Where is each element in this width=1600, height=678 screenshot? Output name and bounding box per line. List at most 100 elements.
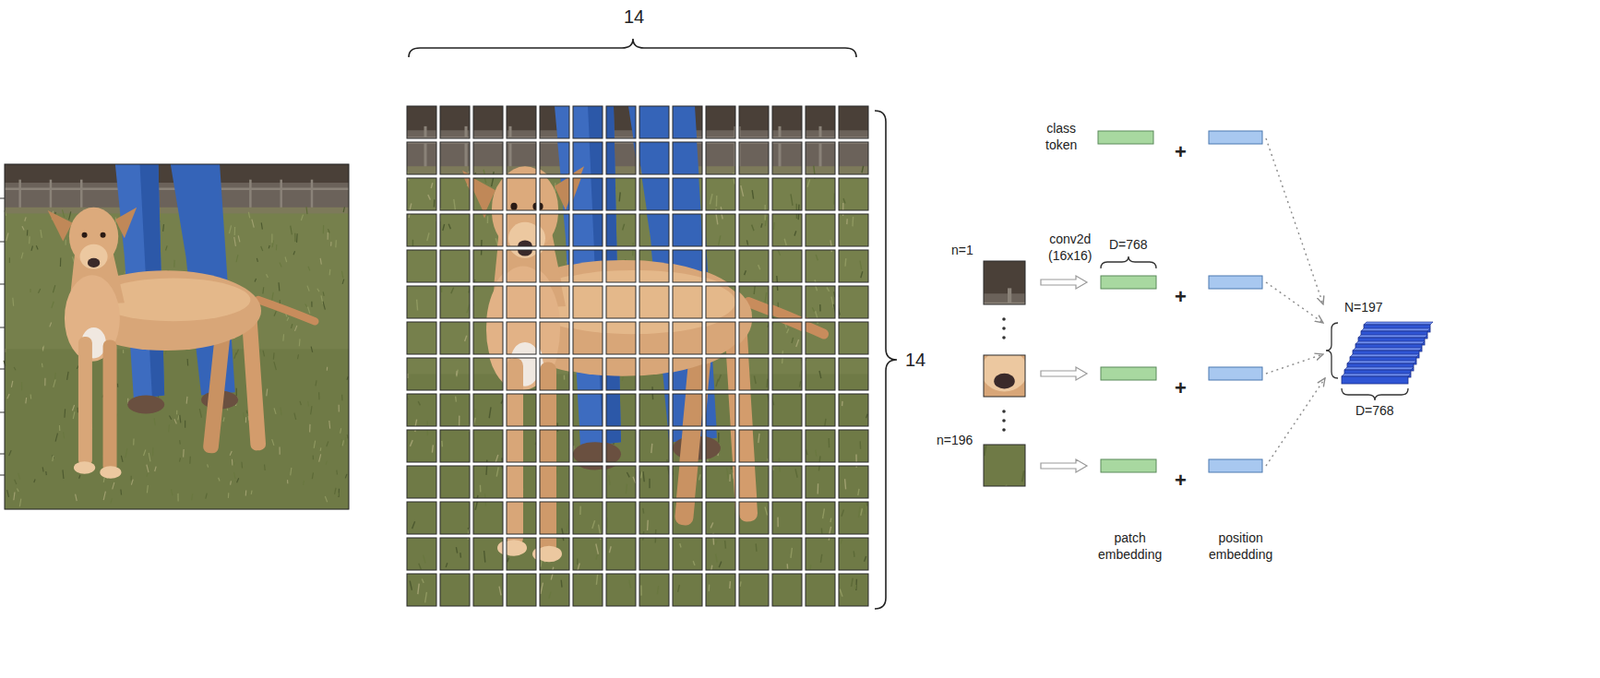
patch-border <box>772 394 802 427</box>
patch-embedding-bar <box>1098 131 1157 473</box>
image-patch <box>450 154 865 607</box>
patch-border <box>838 286 869 319</box>
patch-border <box>539 250 570 283</box>
patch-border <box>772 178 802 211</box>
patch-border <box>506 142 537 175</box>
axis-ticks <box>0 241 5 243</box>
patch-border <box>406 429 437 463</box>
plus-sign: + <box>1174 467 1187 494</box>
patch-border <box>473 214 503 247</box>
patch-border <box>506 573 537 607</box>
patch-border <box>539 537 570 571</box>
patch-border <box>473 394 503 427</box>
patch-border <box>983 355 1026 397</box>
patch-border <box>539 214 570 247</box>
patch-border <box>705 358 736 391</box>
patch-border <box>838 537 869 571</box>
patch-border <box>739 142 769 175</box>
dimension-brace <box>1325 322 1338 379</box>
patch-border <box>838 178 869 211</box>
patch-border <box>506 358 537 391</box>
image-patch <box>439 150 854 603</box>
image-patch <box>446 146 861 599</box>
axis-ticks <box>0 284 5 286</box>
token-bar <box>1358 334 1428 338</box>
image-patch <box>420 150 836 603</box>
patch-border <box>406 214 437 247</box>
image-patch <box>409 150 824 603</box>
patch-border <box>506 106 537 139</box>
image-patch <box>409 154 824 607</box>
image-patch <box>417 150 832 603</box>
token-bar <box>1349 354 1420 358</box>
patch-border <box>772 214 802 247</box>
patch-border <box>772 501 802 535</box>
patch-index: n=1 <box>951 242 974 260</box>
patch-border <box>573 394 603 427</box>
patch-border <box>639 394 669 427</box>
patch-border <box>473 537 503 571</box>
image-patch <box>435 150 850 603</box>
patch-border <box>473 106 503 139</box>
patch-border <box>772 573 802 607</box>
image-patch <box>409 154 824 607</box>
patch-embedding-bar <box>1100 459 1157 473</box>
patch-border <box>440 573 470 607</box>
hollow-arrow <box>1040 459 1087 473</box>
patch-border <box>406 358 437 391</box>
image-patch <box>424 150 839 603</box>
image-patch <box>420 154 836 607</box>
patch-border <box>705 501 736 535</box>
patch-border <box>440 358 470 391</box>
patch-thumbnail <box>981 261 1565 678</box>
patch-border <box>805 573 836 607</box>
plus-sign: + <box>1174 139 1187 166</box>
patch-border <box>805 250 836 283</box>
patch-border <box>539 465 570 499</box>
patch-border <box>473 178 503 211</box>
patch-border <box>739 178 769 211</box>
patch-border <box>772 142 802 175</box>
column-caption: position embedding <box>1208 530 1273 563</box>
patch-embedding-bar <box>1100 367 1157 381</box>
dimension-label: D=768 <box>1355 403 1395 420</box>
patch-border <box>539 178 570 211</box>
patch-border <box>805 106 836 139</box>
patch-border <box>406 286 437 319</box>
token-stack <box>1341 322 1433 384</box>
patch-border <box>573 358 603 391</box>
patch-border <box>573 250 603 283</box>
patch-border <box>539 358 570 391</box>
position-embedding-bar <box>1208 131 1263 473</box>
patch-border <box>639 322 669 355</box>
operation-label: conv2d (16x16) <box>1048 231 1092 264</box>
patch-border <box>473 322 503 355</box>
patch-border <box>705 250 736 283</box>
patch-border <box>440 286 470 319</box>
patch-border <box>440 250 470 283</box>
image-patch <box>413 150 828 603</box>
ellipsis-dots <box>1002 335 1006 340</box>
patch-border <box>406 250 437 283</box>
patch-border <box>672 322 703 355</box>
input-photo <box>0 164 349 510</box>
image-patch <box>450 146 865 599</box>
patch-border <box>473 429 503 463</box>
axis-ticks <box>0 198 5 476</box>
position-embedding-bar <box>1208 275 1263 289</box>
patch-border <box>539 429 570 463</box>
patch-thumbnail <box>852 214 1436 678</box>
patch-border <box>838 394 869 427</box>
patch-border <box>573 429 603 463</box>
patch-border <box>838 358 869 391</box>
patch-border <box>506 286 537 319</box>
image-patch <box>442 150 858 603</box>
patch-border <box>672 178 703 211</box>
bracket <box>408 38 897 609</box>
patch-thumbnail <box>463 0 1047 508</box>
image-patch <box>450 150 865 603</box>
patch-border <box>772 429 802 463</box>
image-patch <box>439 150 854 603</box>
patch-border <box>606 106 636 139</box>
patch-border <box>573 142 603 175</box>
